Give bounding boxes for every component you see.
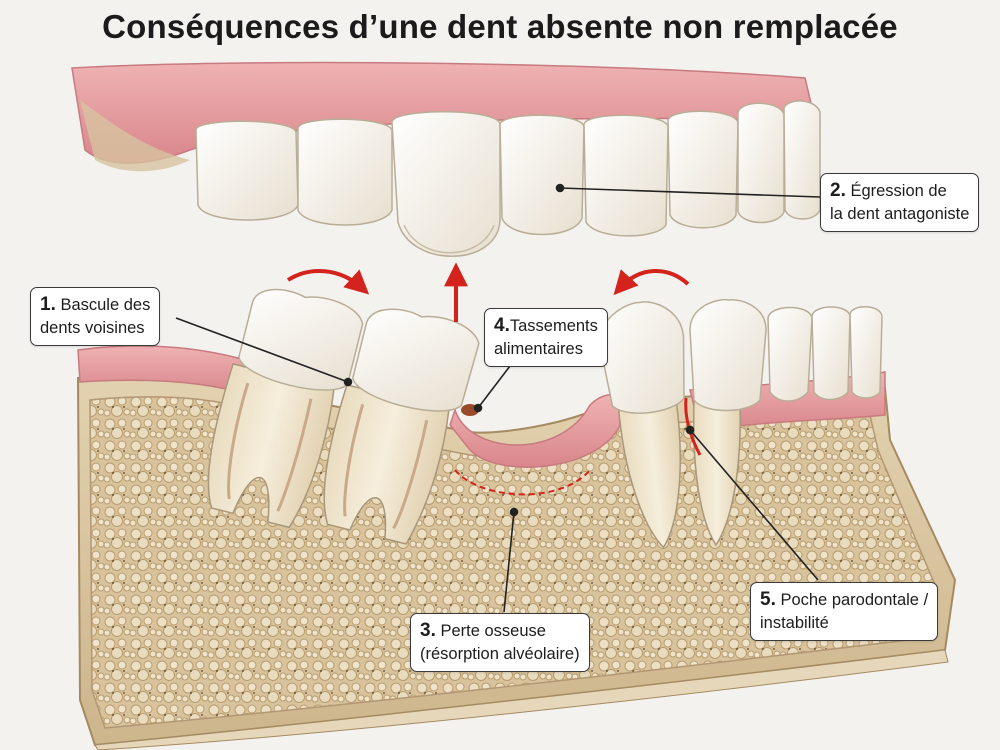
upper-arch: [71, 61, 821, 257]
tilted-molar-1: [207, 288, 364, 529]
label-1-number: 1.: [40, 294, 56, 315]
label-2-line2: la dent antagoniste: [830, 205, 970, 223]
tilt-arrow-right: [613, 269, 690, 296]
label-3-line2: (résorption alvéolaire): [420, 645, 580, 663]
page-title: Conséquences d’une dent absente non remp…: [102, 8, 898, 45]
upper-molar-1: [195, 120, 299, 221]
label-4-line2: alimentaires: [494, 340, 583, 358]
label-4-number: 4.: [494, 315, 510, 336]
label-2-line1: Égression de: [850, 182, 947, 200]
label-3-line1: Perte osseuse: [440, 622, 546, 640]
leader-lines: [175, 183, 821, 613]
upper-incisor-1: [737, 102, 785, 224]
movement-arrows: [286, 262, 690, 322]
leader-2: [559, 187, 821, 198]
leader-3: [503, 511, 515, 613]
leader-4: [477, 365, 511, 409]
label-egression: 2. Égression de la dent antagoniste: [820, 173, 980, 232]
label-tilting: 1. Bascule des dents voisines: [30, 287, 161, 346]
label-1-line2: dents voisines: [40, 319, 145, 337]
label-5-line2: instabilité: [760, 614, 829, 632]
bone-loss-line: [454, 469, 591, 496]
gap-gum: [449, 394, 621, 468]
lower-premolar-2: [689, 298, 767, 547]
leader-1: [175, 317, 349, 383]
label-bone-loss: 3. Perte osseuse (résorption alvéolaire): [410, 613, 590, 672]
label-periodontal-pocket: 5. Poche parodontale / instabilité: [750, 582, 939, 641]
upper-canine: [667, 110, 739, 229]
label-food-impaction: 4.Tassements alimentaires: [484, 308, 608, 367]
leader-5: [689, 429, 819, 581]
lower-anterior-teeth: [767, 306, 883, 402]
lower-jaw: [76, 288, 957, 750]
label-2-number: 2.: [830, 180, 846, 201]
tilted-molar-2: [323, 308, 480, 545]
label-4-line1: Tassements: [509, 317, 598, 335]
label-5-number: 5.: [760, 589, 776, 610]
upper-premolar-2: [583, 114, 669, 237]
label-5-line1: Poche parodontale /: [780, 591, 929, 609]
upper-molar-egressed: [391, 111, 501, 257]
upper-molar-2: [297, 118, 393, 226]
lower-premolar-1: [599, 301, 685, 549]
upper-premolar-1: [499, 114, 585, 236]
label-3-number: 3.: [420, 620, 436, 641]
upper-teeth: [195, 100, 821, 257]
upper-incisor-2: [783, 100, 821, 220]
tilt-arrow-left: [286, 269, 370, 295]
label-1-line1: Bascule des: [60, 296, 151, 314]
